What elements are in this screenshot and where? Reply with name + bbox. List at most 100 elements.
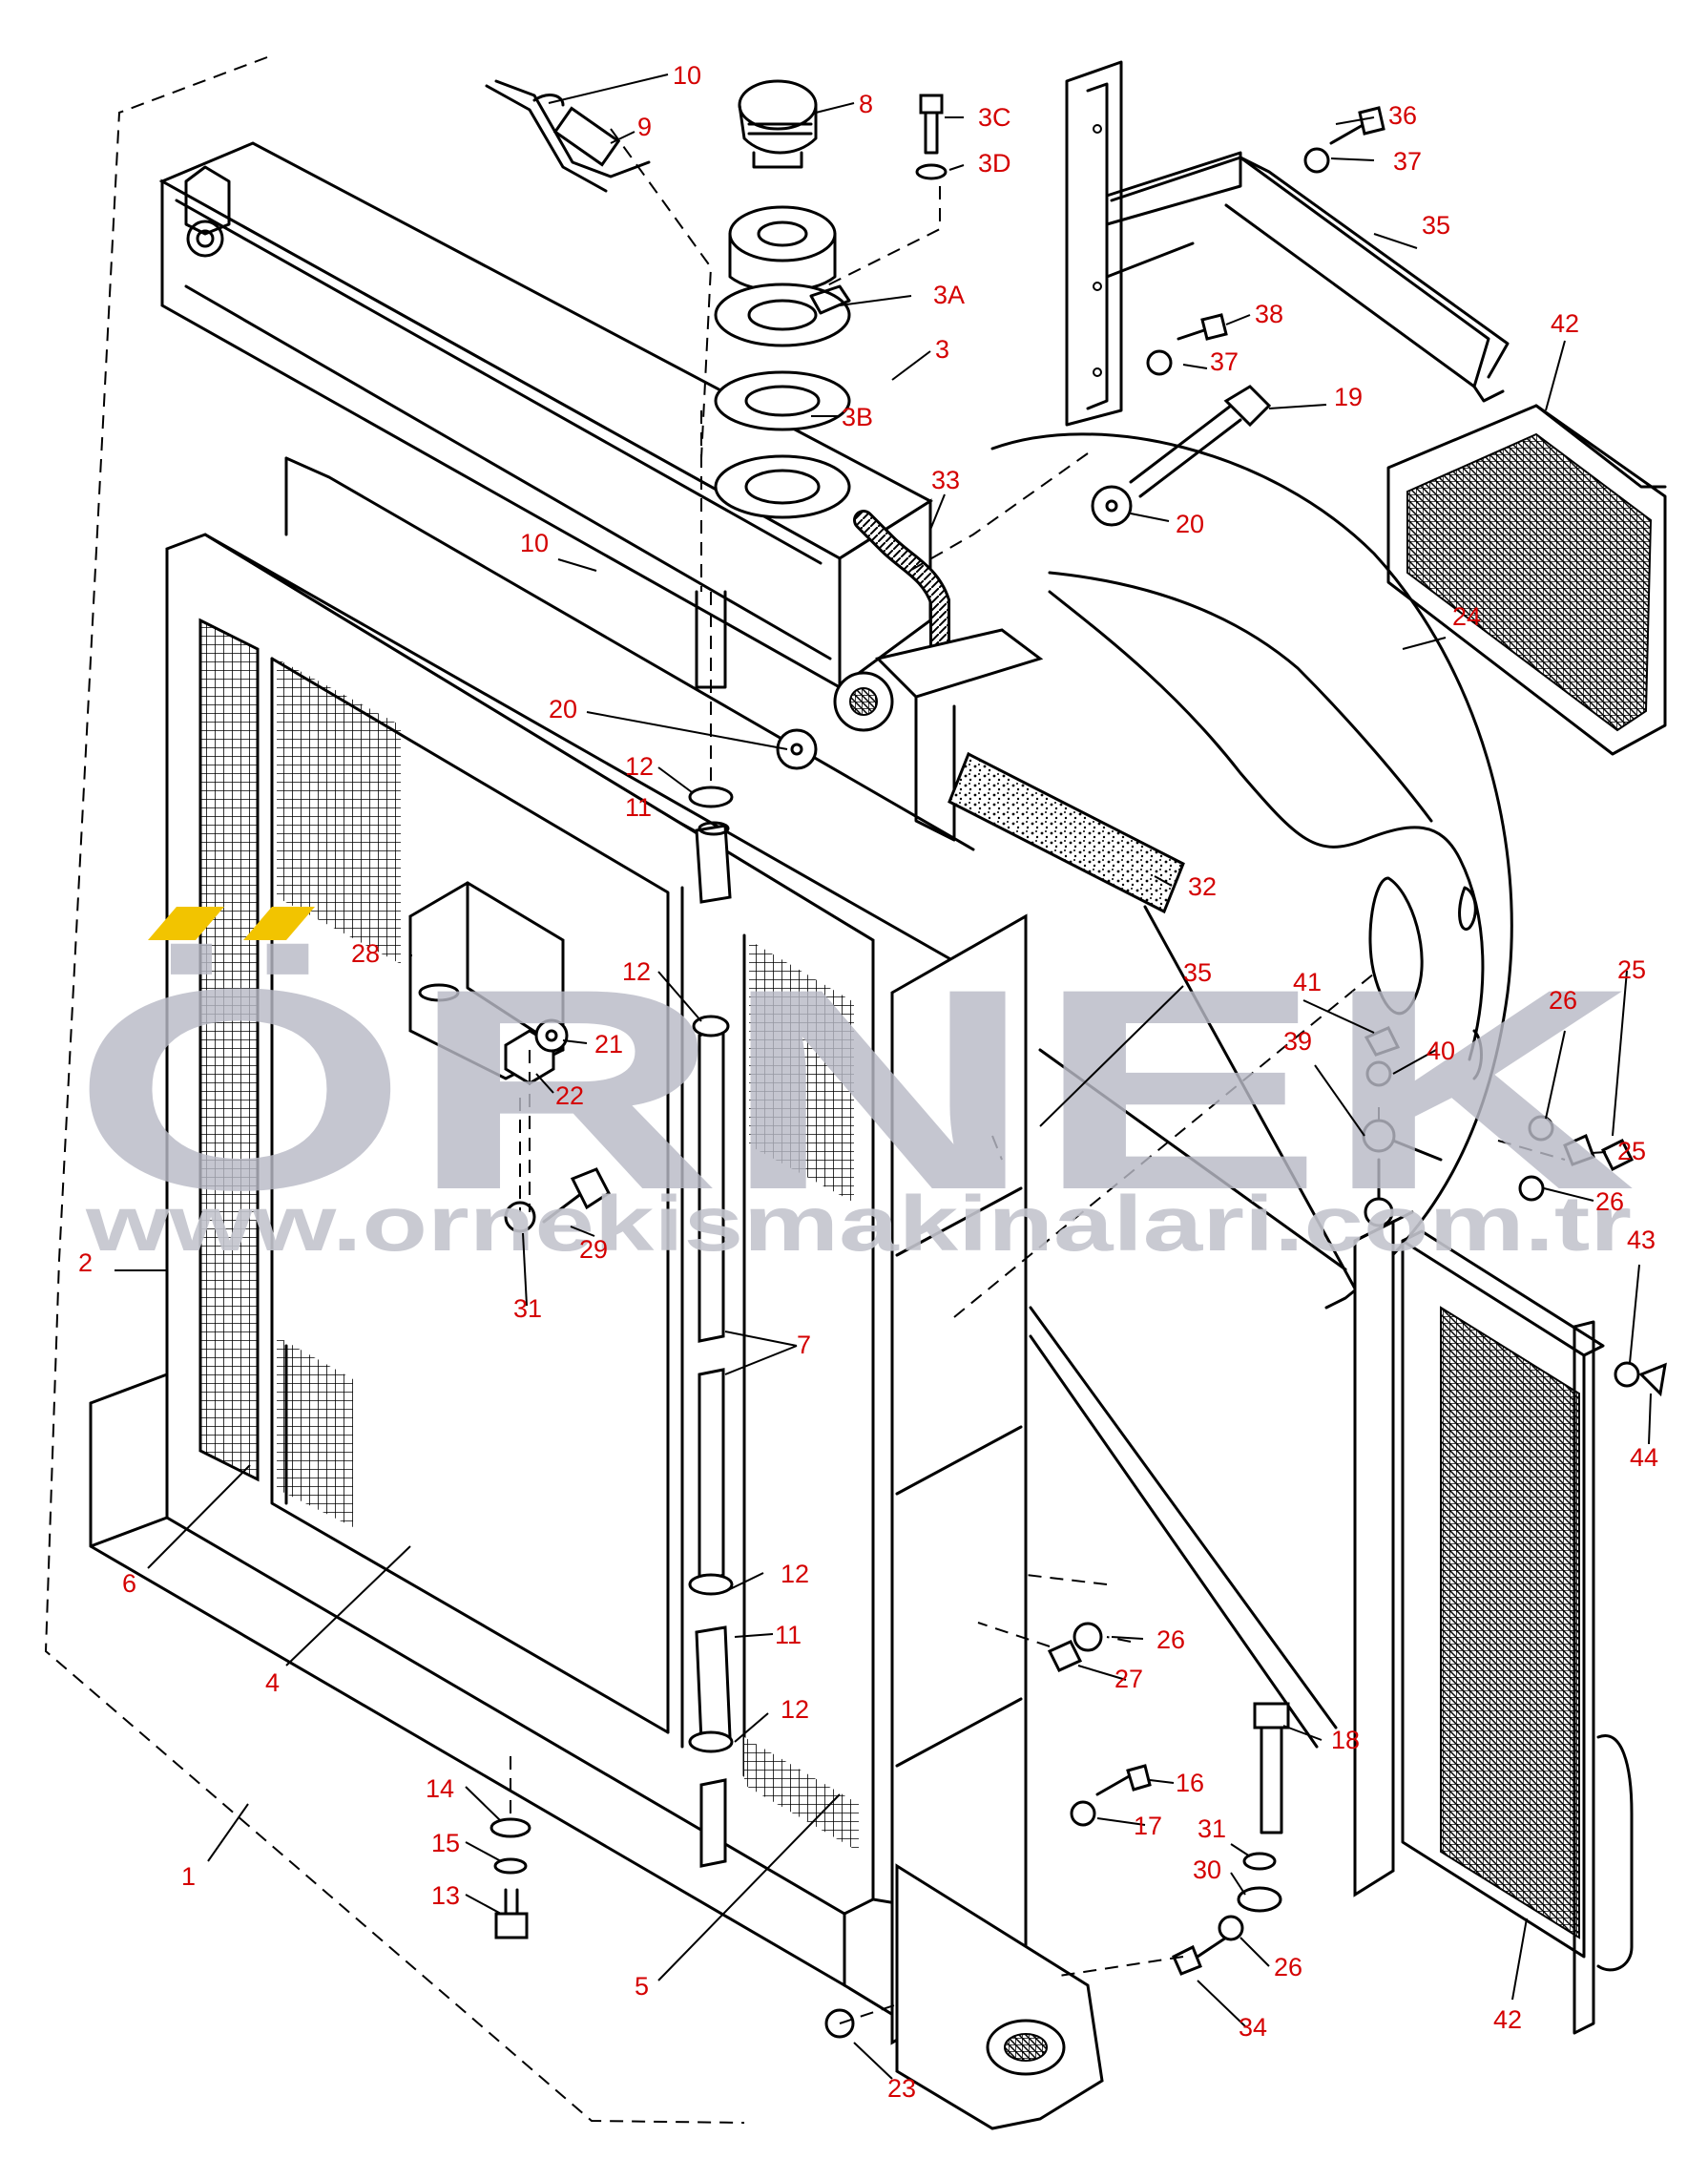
header-tank: [158, 141, 933, 690]
callout-26c: 26: [1156, 1625, 1185, 1654]
callout-15: 15: [431, 1829, 460, 1857]
callout-11b: 11: [775, 1621, 802, 1649]
callout-36: 36: [1388, 101, 1417, 130]
hose-33: [853, 510, 950, 660]
callout-40: 40: [1427, 1037, 1455, 1065]
callout-3a: 3A: [933, 281, 965, 309]
side-struts: [1029, 905, 1357, 1749]
callout-3b: 3B: [842, 403, 873, 431]
callout-22: 22: [555, 1081, 584, 1110]
assembly-lines: [510, 128, 1566, 2024]
upper-hose-11: [688, 590, 734, 904]
overflow-hose: [485, 79, 651, 193]
callout-26d: 26: [1274, 1953, 1302, 1981]
screen-panel-upper: [1386, 404, 1667, 756]
bolt-16: [1070, 1764, 1152, 1827]
bolt-19: [1091, 385, 1272, 527]
screen-panel-lower: [1401, 1229, 1634, 2035]
assembly-outline: [44, 56, 745, 2124]
callout-26a: 26: [1549, 986, 1577, 1015]
hardware-25-26: [1518, 1115, 1635, 1202]
callout-21: 21: [594, 1030, 623, 1059]
callout-39: 39: [1283, 1027, 1312, 1056]
callout-30: 30: [1193, 1855, 1221, 1884]
filler-neck-stack: [714, 79, 851, 519]
callout-33: 33: [931, 466, 960, 494]
callout-6: 6: [122, 1569, 136, 1598]
top-channel-35: [1110, 156, 1510, 403]
callout-35b: 35: [1183, 958, 1212, 987]
callout-17: 17: [1134, 1812, 1162, 1840]
callout-10b: 10: [520, 529, 549, 557]
left-core-mesh: [198, 618, 401, 1527]
watermark-url: www.ornekismakinalari.com.tr: [85, 1181, 1632, 1268]
tank-right-fitting: [776, 628, 1044, 842]
callouts: 10 9 8 3C 3D 3A 3 3B 33 10 36 37 35 38 3…: [78, 61, 1658, 2103]
callout-20a: 20: [1176, 510, 1204, 538]
watermark-dot-right: [243, 907, 315, 940]
callout-10: 10: [673, 61, 701, 90]
callout-35a: 35: [1422, 211, 1450, 240]
callout-37b: 37: [1210, 347, 1239, 376]
callout-14: 14: [426, 1774, 454, 1803]
callout-25b: 25: [1617, 1137, 1646, 1165]
callout-34: 34: [1239, 2013, 1267, 2042]
callout-28: 28: [351, 939, 380, 968]
leader-lines: [115, 73, 1652, 2080]
callout-1: 1: [181, 1862, 196, 1891]
right-core-column: [680, 886, 859, 1852]
callout-27: 27: [1114, 1665, 1143, 1693]
callout-3c: 3C: [978, 103, 1011, 132]
callout-42a: 42: [1551, 309, 1579, 338]
upper-mount-bracket: [1065, 60, 1242, 427]
callout-25a: 25: [1617, 955, 1646, 984]
bolt-18: [1237, 1702, 1290, 1913]
callout-20b: 20: [549, 695, 577, 723]
callout-12d: 12: [781, 1695, 809, 1724]
callout-11a: 11: [625, 793, 652, 822]
hardware-39-41: [1362, 1026, 1443, 1227]
callout-12a: 12: [625, 752, 654, 781]
callout-4: 4: [265, 1668, 280, 1697]
callout-29: 29: [579, 1235, 608, 1264]
bolt-29: [504, 1050, 611, 1233]
callout-31a: 31: [513, 1294, 542, 1323]
callout-8: 8: [859, 90, 873, 118]
callout-3d: 3D: [978, 149, 1011, 178]
callout-12c: 12: [781, 1560, 809, 1588]
watermark: ÖRNEK www.ornekismakinalari.com.tr: [72, 907, 1636, 1268]
callout-13: 13: [431, 1881, 460, 1910]
callout-42b: 42: [1493, 2005, 1522, 2034]
callout-41: 41: [1293, 968, 1322, 996]
callout-24: 24: [1452, 602, 1481, 631]
callout-9: 9: [637, 113, 652, 141]
hardware-43-44: [1614, 1361, 1667, 1397]
bolt-3c: [915, 94, 948, 180]
callout-7: 7: [797, 1331, 811, 1359]
lower-hose-11: [688, 1573, 734, 1868]
callout-2: 2: [78, 1248, 93, 1277]
callout-38: 38: [1255, 300, 1283, 328]
gasket-32: [948, 751, 1185, 914]
watermark-brand: ÖRNEK: [72, 929, 1636, 1249]
callout-16: 16: [1176, 1769, 1204, 1797]
bracket-28: [408, 881, 565, 1080]
tube-7: [692, 1015, 730, 1587]
callout-26b: 26: [1595, 1187, 1624, 1216]
callout-3: 3: [935, 335, 949, 364]
hardware-26-27: [1047, 1622, 1103, 1672]
callout-18: 18: [1331, 1726, 1360, 1754]
callout-37a: 37: [1393, 147, 1422, 176]
right-side-plate: [1353, 1210, 1414, 1897]
watermark-dot-left: [148, 907, 224, 940]
callout-31b: 31: [1198, 1814, 1226, 1843]
bolt-36-37-38: [1146, 106, 1385, 376]
center-post: [890, 913, 1028, 2045]
callout-19: 19: [1334, 383, 1363, 411]
fan-shroud: [990, 432, 1513, 1310]
bolt-13-14-15: [489, 1817, 531, 1939]
tank-left-fitting: [184, 165, 231, 258]
callout-5: 5: [635, 1972, 649, 2001]
bottom-foot: [895, 1863, 1104, 2130]
